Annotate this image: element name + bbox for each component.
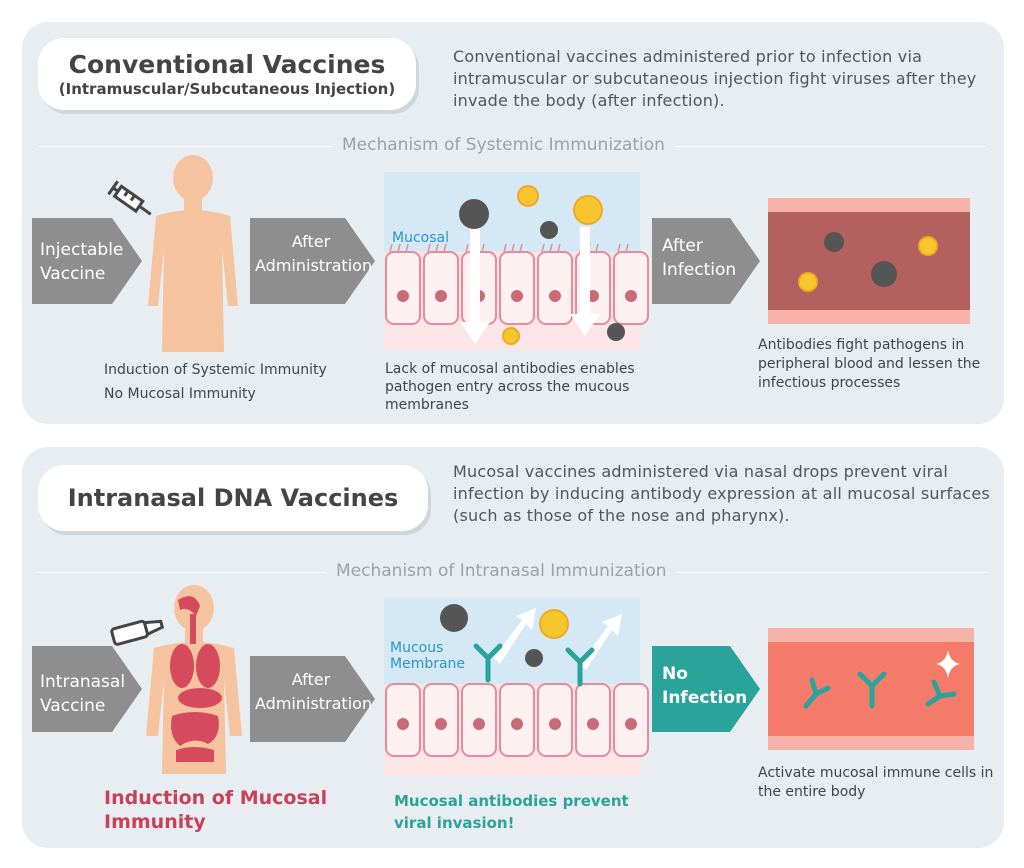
no-infection-arrow	[652, 646, 760, 732]
conventional-title-pill: Conventional Vaccines (Intramuscular/Sub…	[38, 38, 416, 110]
blood-vessel-illustration	[768, 198, 970, 324]
mucosal-label: Mucosal	[392, 230, 449, 246]
conventional-description: Conventional vaccines administered prior…	[453, 47, 977, 110]
mucosal-immunity-caption: Induction of Mucosal Immunity	[104, 787, 328, 833]
after-infection-arrow	[652, 218, 760, 304]
after-administration-arrow	[250, 218, 375, 304]
injectable-vaccine-arrow	[32, 218, 142, 304]
human-body-silhouette	[148, 155, 238, 352]
conventional-title: Conventional Vaccines	[68, 50, 386, 79]
intranasal-vaccine-arrow	[32, 646, 142, 732]
systemic-immunity-caption: Induction of Systemic Immunity No Mucosa…	[104, 362, 327, 402]
healthy-vessel-illustration	[768, 628, 974, 750]
syringe-icon	[107, 180, 152, 216]
intranasal-title-pill: Intranasal DNA Vaccines	[38, 465, 428, 531]
mucosa-illustration	[384, 172, 649, 350]
activate-immune-caption: Activate mucosal immune cells in the ent…	[758, 765, 994, 800]
intranasal-mechanism-heading: Mechanism of Intranasal Immunization	[326, 561, 677, 581]
sparkle-icon	[936, 650, 960, 678]
mucosal-antibodies-caption: Mucosal antibodies prevent viral invasio…	[394, 792, 629, 832]
conventional-mechanism-heading: Mechanism of Systemic Immunization	[332, 135, 675, 155]
mucosa-caption: Lack of mucosal antibodies enables patho…	[385, 361, 635, 413]
intranasal-title: Intranasal DNA Vaccines	[67, 484, 399, 512]
conventional-subtitle: (Intramuscular/Subcutaneous Injection)	[58, 80, 396, 98]
virus-icon	[459, 199, 625, 341]
intranasal-description: Mucosal vaccines administered via nasal …	[453, 462, 990, 525]
protected-mucosa-illustration	[384, 598, 649, 776]
antibody-icon	[473, 643, 595, 687]
human-body-organs	[146, 585, 242, 774]
nasal-dropper-icon	[110, 619, 165, 646]
after-administration-arrow-2	[250, 656, 375, 742]
blood-caption: Antibodies fight pathogens in peripheral…	[758, 337, 981, 391]
